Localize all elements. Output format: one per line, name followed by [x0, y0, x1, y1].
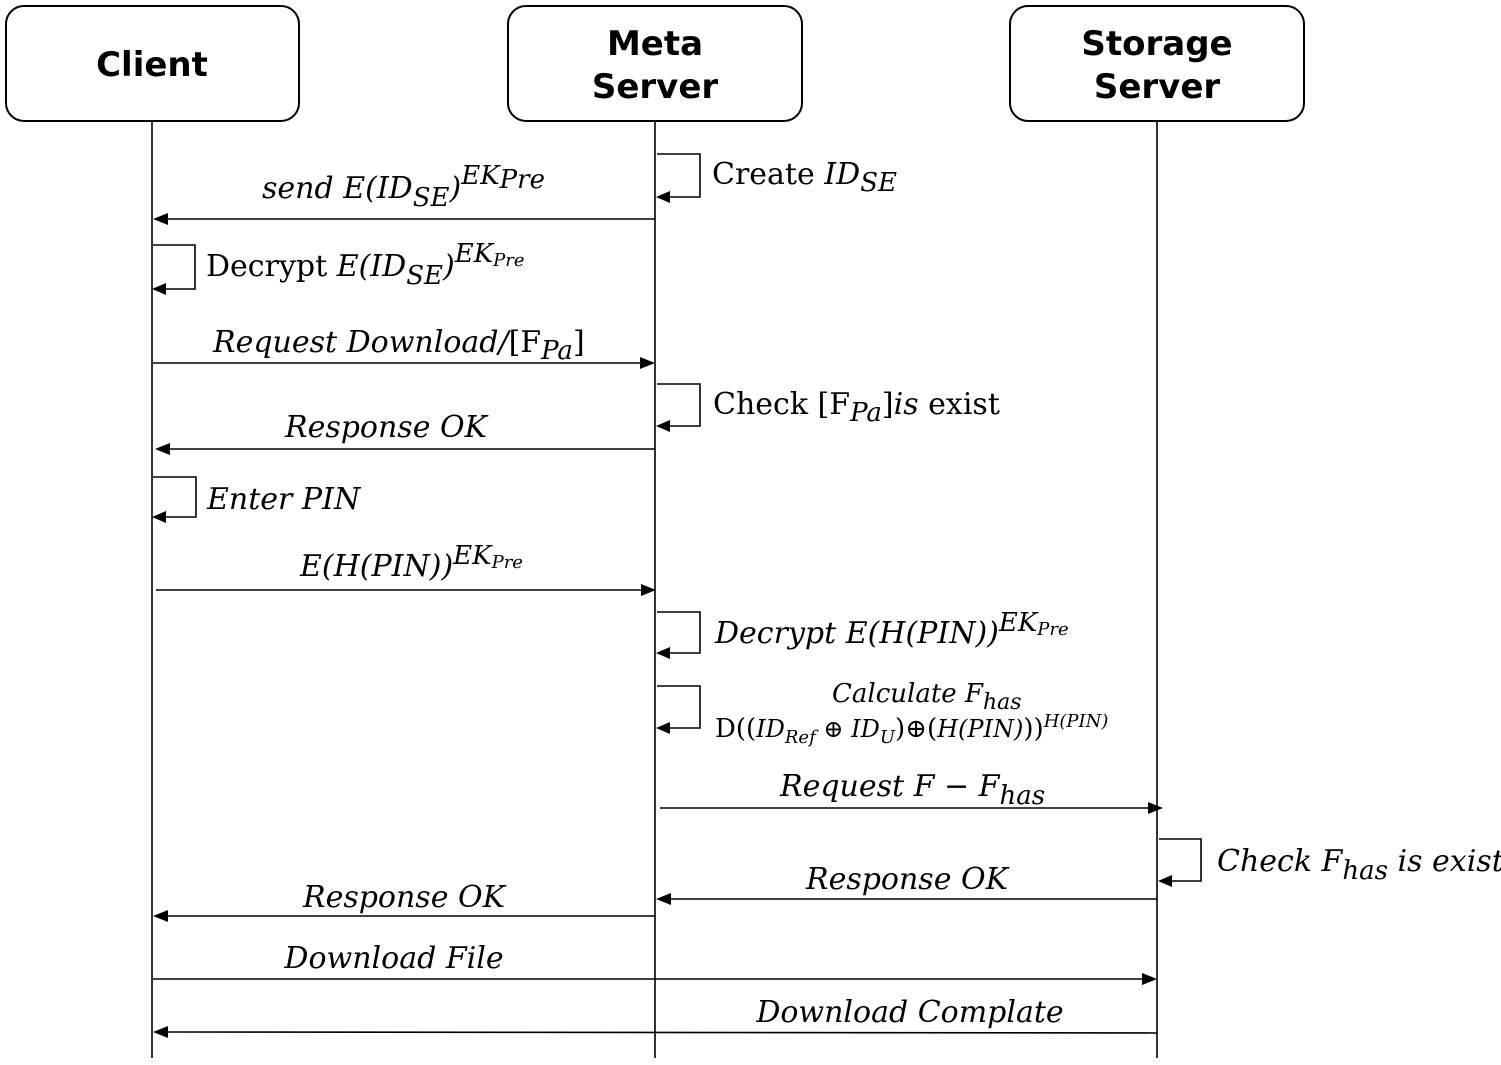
participant-storage-server: Storage Server: [1009, 5, 1305, 122]
label-enter-pin: Enter PIN: [206, 482, 362, 517]
self-loop-enter-pin: [152, 476, 197, 523]
msg-download-file: [153, 973, 1157, 985]
label-response-ok-3: Response OK: [302, 880, 507, 915]
participant-storage-label-line1: Storage: [1081, 24, 1232, 64]
msg-request-f: [660, 802, 1163, 814]
msg-response-ok-1: [155, 443, 655, 455]
label-create-idse: Create IDSE: [712, 157, 897, 198]
participant-client-label: Client: [96, 45, 208, 85]
participant-meta-label-line2: Server: [592, 67, 719, 107]
participant-storage-label-line2: Server: [1094, 67, 1221, 107]
label-decrypt-e-idse: Decrypt E(IDSE)EKPre: [206, 239, 525, 291]
msg-response-ok-2: [656, 893, 1157, 905]
participant-meta-server: Meta Server: [507, 5, 803, 122]
msg-request-download: [153, 357, 655, 369]
label-check-fhas: Check Fhas is exist: [1217, 844, 1501, 886]
participant-meta-label-line1: Meta: [607, 24, 703, 64]
self-loop-check-fpa: [656, 383, 701, 432]
label-download-file: Download File: [283, 941, 503, 976]
msg-e-h-pin: [156, 584, 656, 596]
self-loop-calculate: [656, 685, 701, 734]
msg-download-complate: [153, 1026, 1158, 1038]
label-e-h-pin: E(H(PIN))EKPre: [299, 541, 523, 584]
label-calculate-line2: D((IDRef ⊕ IDU)⊕(H(PIN)))H(PIN): [715, 711, 1108, 748]
label-response-ok-2: Response OK: [805, 862, 1010, 897]
label-decrypt-ehpin: Decrypt E(H(PIN))EKPre: [714, 608, 1069, 651]
label-send-e-idse: send E(IDSE)EKPre: [262, 161, 545, 213]
label-response-ok-1: Response OK: [284, 410, 489, 445]
label-calculate-line1: Calculate Fhas: [832, 679, 1022, 715]
self-loop-create-idse: [656, 153, 701, 203]
participant-client: Client: [5, 5, 300, 122]
label-request-f: Request F − Fhas: [779, 769, 1045, 811]
self-loop-decrypt-client: [152, 244, 196, 295]
label-check-fpa: Check [FPa]is exist: [713, 387, 1000, 428]
self-loop-check-fhas: [1158, 838, 1202, 887]
self-loop-decrypt-ehpin: [656, 611, 701, 659]
label-download-complate: Download Complate: [755, 995, 1063, 1030]
label-request-download: Request Download/[FPa]: [212, 325, 585, 366]
msg-send-e-idse: [153, 213, 655, 225]
msg-response-ok-3: [153, 910, 655, 922]
